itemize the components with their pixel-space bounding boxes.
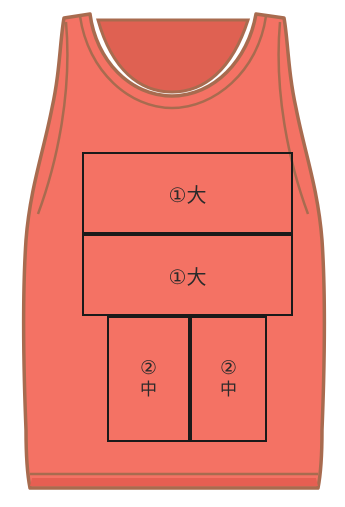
panel-large-2-label: ①大 xyxy=(169,261,207,290)
panel-medium-1: ② 中 xyxy=(107,316,190,442)
panel-medium-2-size: 中 xyxy=(220,379,237,401)
panel-large-1: ①大 xyxy=(82,152,293,234)
panel-medium-2: ② 中 xyxy=(190,316,267,442)
panel-large-1-label: ①大 xyxy=(169,179,207,208)
hem-shadow-icon xyxy=(30,478,318,486)
panel-medium-1-size: 中 xyxy=(140,379,157,401)
panel-large-2: ①大 xyxy=(82,234,293,316)
panel-medium-2-number: ② xyxy=(220,357,237,379)
panel-medium-1-number: ② xyxy=(140,357,157,379)
